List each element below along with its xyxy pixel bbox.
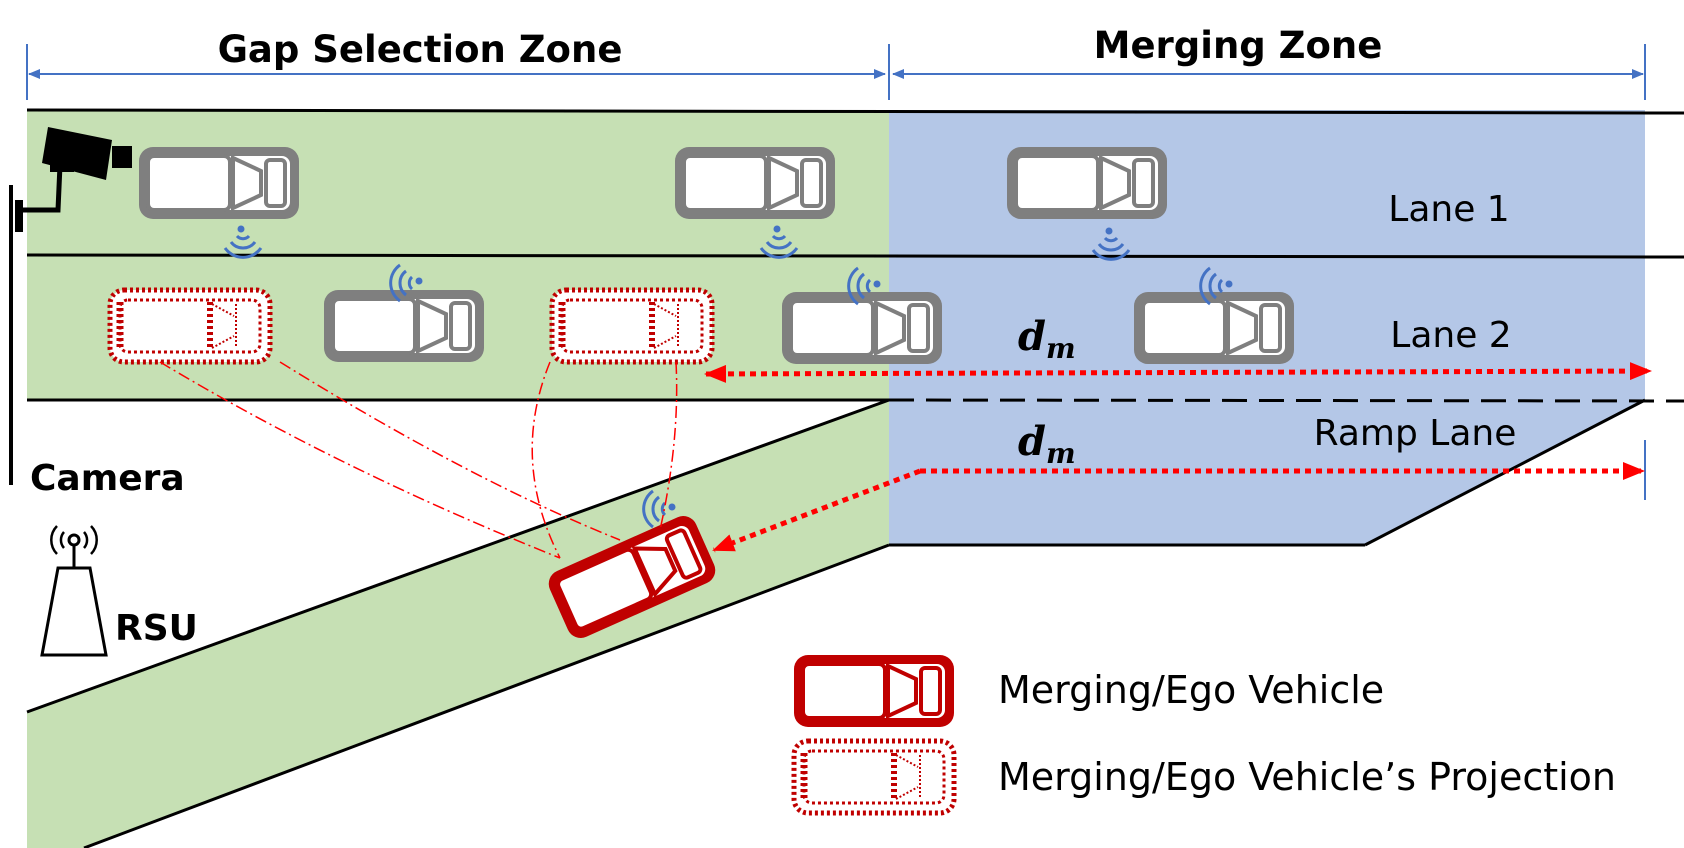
ramp-lane-label: Ramp Lane xyxy=(1314,413,1517,454)
rsu-label: RSU xyxy=(115,608,198,649)
lane2-gap-distance-arrow xyxy=(704,362,1652,383)
lane2-vehicle-2 xyxy=(780,290,944,366)
lane-2-label: Lane 2 xyxy=(1390,315,1511,356)
legend-ego-label: Merging/Ego Vehicle xyxy=(998,668,1384,712)
rsu-antenna-icon xyxy=(40,525,108,657)
legend-ego-vehicle-icon xyxy=(792,653,956,729)
lane2-vehicle-1 xyxy=(322,288,486,364)
projection-connection-lines xyxy=(159,361,678,559)
road-edge-top xyxy=(26,108,1684,115)
legend-projection-icon xyxy=(794,741,954,813)
ego-to-ramp-arrow xyxy=(712,468,921,553)
ego-projection-2 xyxy=(552,290,712,362)
ramp-merge-dashed-line xyxy=(888,398,1684,403)
ego-projection-1 xyxy=(110,290,270,362)
lane1-vehicle-2 xyxy=(673,145,837,221)
lane-1-label: Lane 1 xyxy=(1388,189,1509,230)
dm-label-ramp: dm xyxy=(1018,418,1076,470)
lane1-vehicle-3 xyxy=(1005,145,1169,221)
camera-icon xyxy=(9,127,132,485)
camera-label: Camera xyxy=(30,458,185,499)
lane2-vehicle-3 xyxy=(1132,290,1296,366)
gap-selection-zone-title: Gap Selection Zone xyxy=(218,28,623,71)
ramp-edge-lower xyxy=(83,543,890,848)
ramp-edge-upper xyxy=(26,398,890,714)
lane-divider-1-2 xyxy=(26,253,1684,259)
dm-label-lane2: dm xyxy=(1018,313,1076,365)
merging-zone-title: Merging Zone xyxy=(1094,24,1383,67)
lane1-vehicle-1 xyxy=(137,145,301,221)
legend-projection-label: Merging/Ego Vehicle’s Projection xyxy=(998,755,1616,799)
gap-selection-zone-ramp xyxy=(27,400,889,848)
